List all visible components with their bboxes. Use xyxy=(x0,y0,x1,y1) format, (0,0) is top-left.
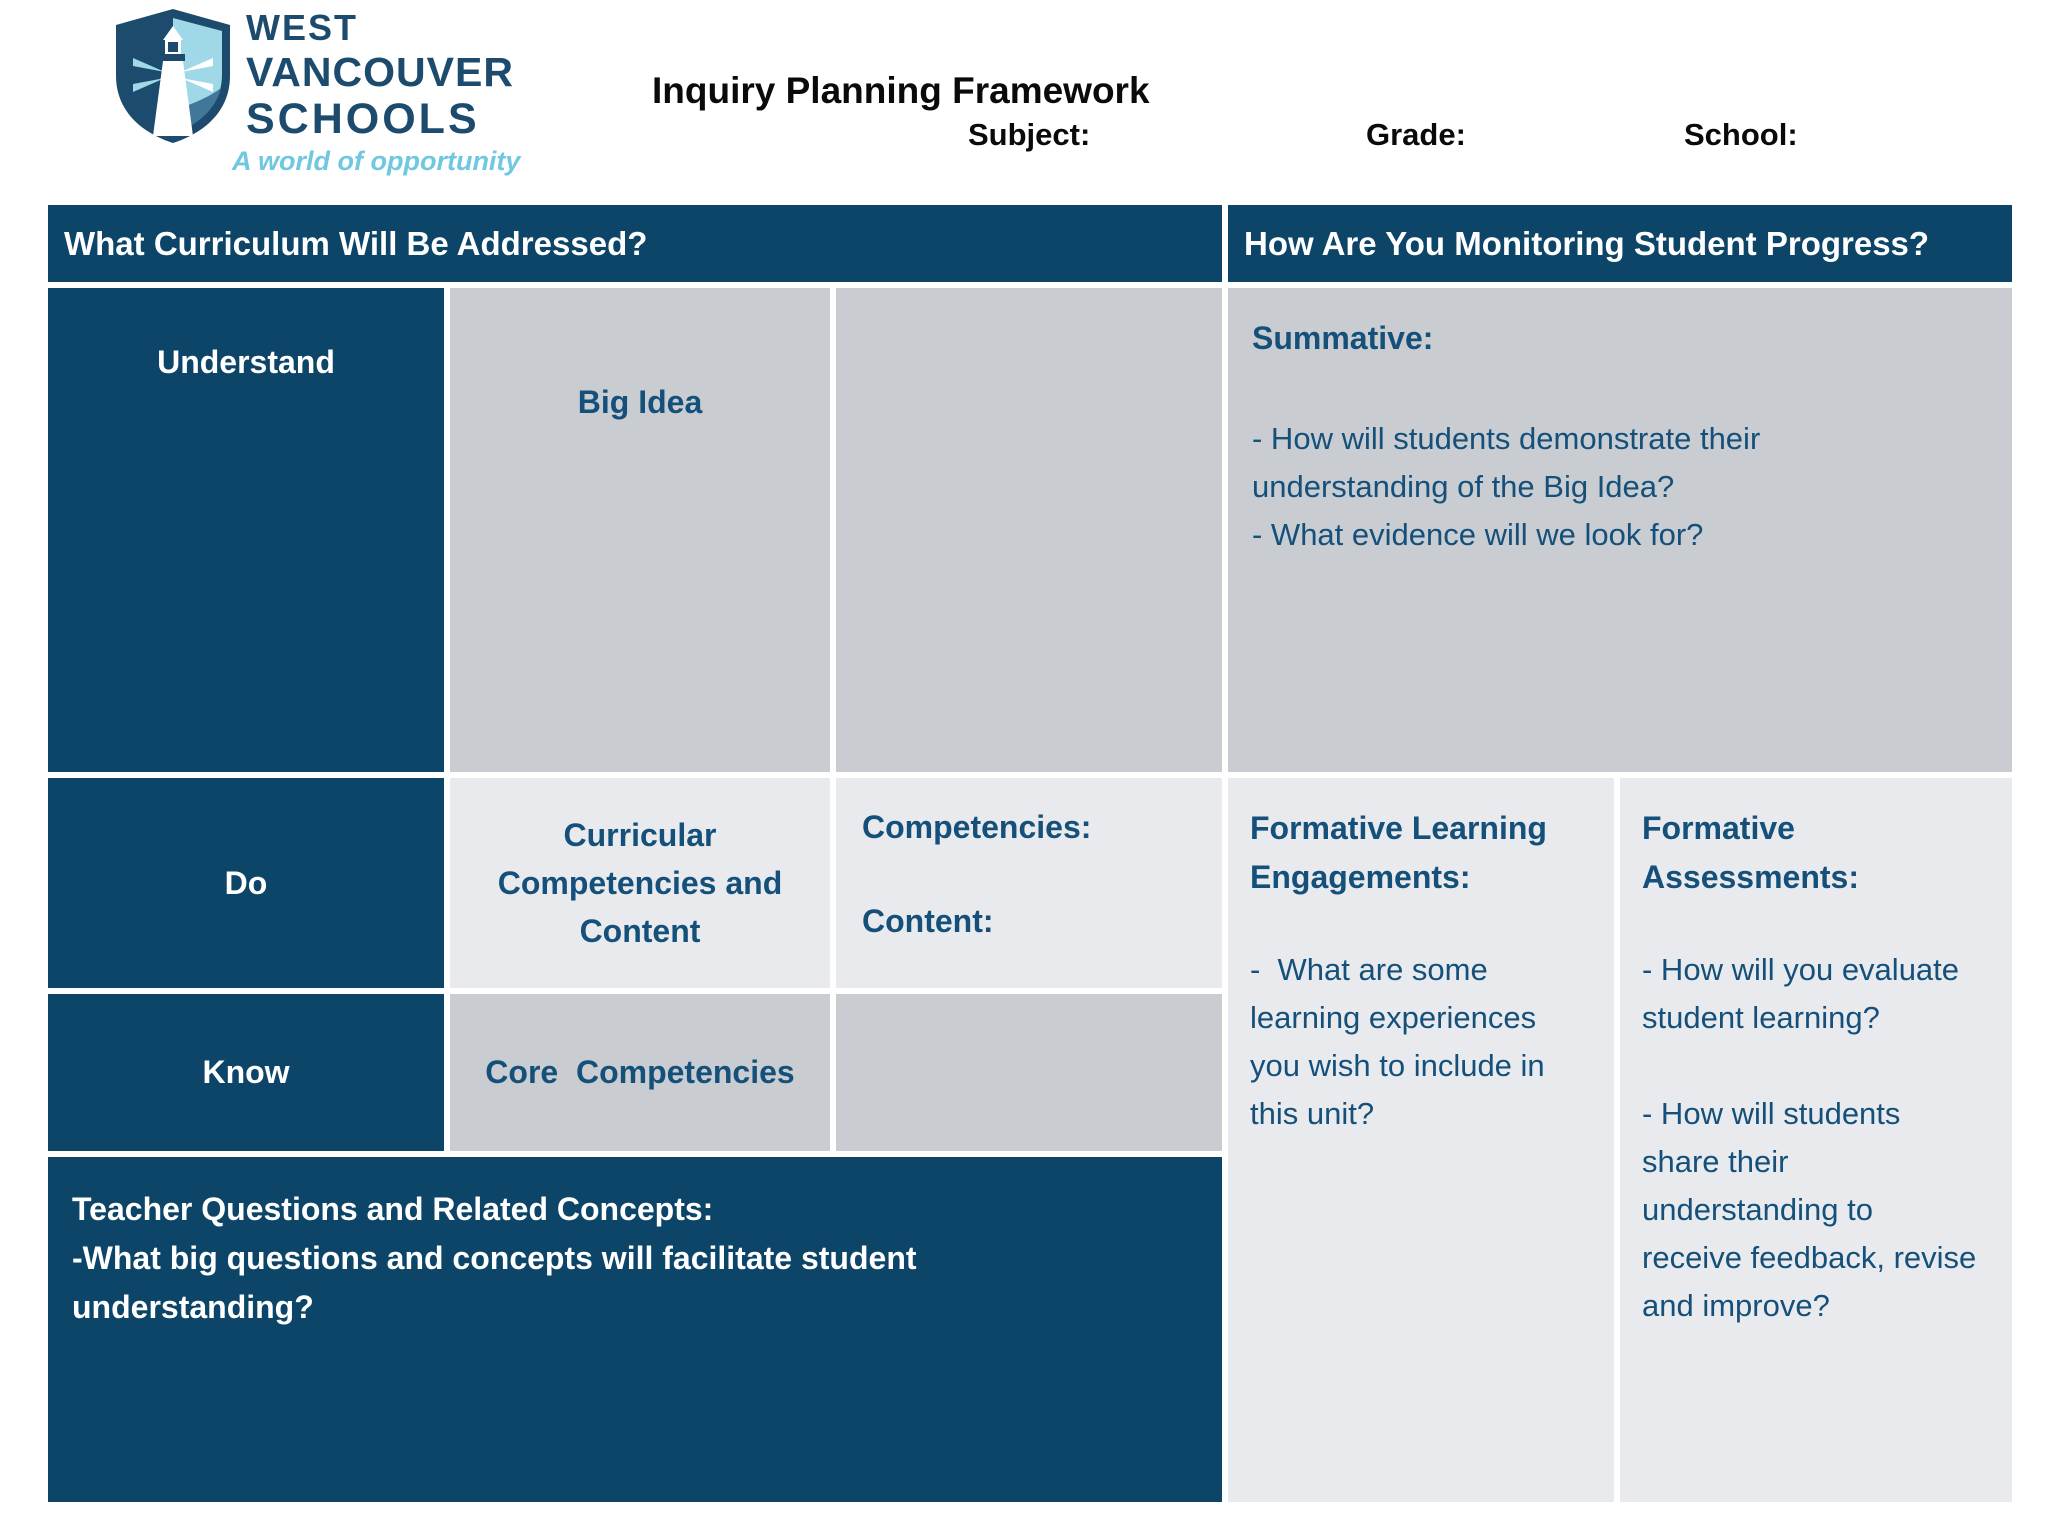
formative-assessments-questions: - How will you evaluate student learning… xyxy=(1642,952,1977,1323)
curricular-competencies-cell: Curricular Competencies and Content xyxy=(450,778,830,988)
formative-assessments-cell[interactable]: Formative Assessments: - How will you ev… xyxy=(1620,778,2012,1502)
school-entry-area[interactable] xyxy=(1806,112,2016,156)
summative-heading: Summative: xyxy=(1252,320,1434,356)
formative-engagements-questions: - What are some learning experiences you… xyxy=(1250,952,1545,1131)
big-idea-cell: Big Idea xyxy=(450,288,830,772)
curriculum-panel-header: What Curriculum Will Be Addressed? xyxy=(48,205,1222,282)
formative-engagements-heading: Formative Learning Engagements: xyxy=(1250,810,1547,895)
page-title: Inquiry Planning Framework xyxy=(652,70,1150,111)
monitoring-panel-header: How Are You Monitoring Student Progress? xyxy=(1228,205,2012,282)
logo-tagline: A world of opportunity xyxy=(232,146,521,176)
west-vancouver-schools-wordmark: WEST VANCOUVER SCHOOLS xyxy=(246,10,514,141)
grade-entry-area[interactable] xyxy=(1478,112,1688,156)
grade-label: Grade: xyxy=(1366,117,1466,152)
subject-label: Subject: xyxy=(968,117,1091,152)
know-cell: Know xyxy=(48,994,444,1151)
understand-cell: Understand xyxy=(48,288,444,772)
core-competencies-entry-cell[interactable] xyxy=(836,994,1222,1151)
big-idea-entry-cell[interactable] xyxy=(836,288,1222,772)
shield-lighthouse-icon xyxy=(116,9,230,143)
teacher-questions-cell[interactable]: Teacher Questions and Related Concepts: … xyxy=(48,1157,1222,1502)
formative-engagements-cell[interactable]: Formative Learning Engagements: - What a… xyxy=(1228,778,1614,1502)
formative-assessments-heading: Formative Assessments: xyxy=(1642,810,1859,895)
summative-cell[interactable]: Summative: - How will students demonstra… xyxy=(1228,288,2012,772)
subject-entry-area[interactable] xyxy=(1110,112,1320,156)
competencies-content-cell[interactable]: Competencies: Content: xyxy=(836,778,1222,988)
wordmark-line-schools: SCHOOLS xyxy=(246,95,480,143)
do-cell: Do xyxy=(48,778,444,988)
school-label: School: xyxy=(1684,117,1798,152)
wordmark-line-west: WEST xyxy=(246,7,358,48)
summative-questions: - How will students demonstrate their un… xyxy=(1252,421,1761,552)
wordmark-line-vancouver: VANCOUVER xyxy=(246,49,514,95)
core-competencies-cell: Core Competencies xyxy=(450,994,830,1151)
